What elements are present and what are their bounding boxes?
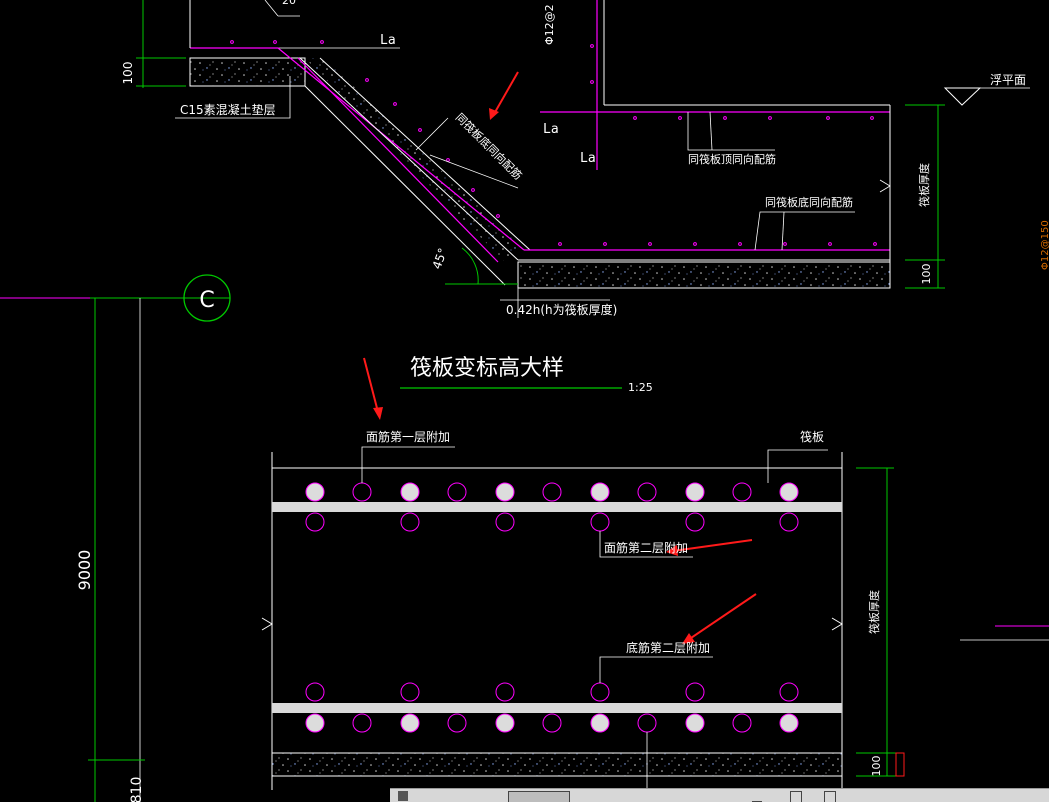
axis-bubble-label: C <box>199 288 214 313</box>
rebar-code-top: Φ12@2 <box>543 4 556 45</box>
top-first-layer-label: 面筋第一层附加 <box>366 429 450 444</box>
la-top-label: La <box>380 33 396 48</box>
raft-thickness-label-upper: 筏板厚度 <box>917 163 931 207</box>
la-mid-label: La <box>543 122 559 137</box>
bottom-same-label: 同筏板底同向配筋 <box>765 195 853 209</box>
raft-label: 筏板 <box>800 430 824 444</box>
top-rebar-row <box>305 482 799 502</box>
rebar-code-right: Φ12@150 <box>1040 220 1049 270</box>
top-cut-number: 20 <box>282 0 296 7</box>
upper-raft-elevation-detail: 100 C15素混凝土垫层 <box>121 0 1049 318</box>
window-icon[interactable] <box>508 791 570 802</box>
raft-thickness-label-section: 筏板厚度 <box>867 590 881 634</box>
detail-title: 筏板变标高大样 1:25 <box>400 356 653 394</box>
annotation-arrows <box>363 71 757 644</box>
dim-100-right: 100 <box>920 264 933 285</box>
dim-100-section: 100 <box>870 756 883 777</box>
top-same-label: 同筏板顶同向配筋 <box>688 152 776 166</box>
grid-axis: C 9000 810 <box>0 274 231 802</box>
title-scale: 1:25 <box>628 381 653 394</box>
cushion-label: C15素混凝土垫层 <box>180 102 276 117</box>
top-second-layer-additional <box>305 512 799 532</box>
offset-label: 0.42h(h为筏板厚度) <box>506 302 617 317</box>
bottom-second-layer-additional <box>305 682 799 702</box>
la-mid2-label: La <box>580 151 596 166</box>
minimize-icon[interactable] <box>752 791 762 802</box>
dim-9000: 9000 <box>75 550 94 591</box>
water-level-label: 浮平面 <box>990 73 1026 87</box>
angle-label: 45° <box>430 246 450 271</box>
dim-810: 810 <box>129 777 145 802</box>
raft-section-detail: 面筋第一层附加 筏板 面筋第二层附加 底筋第二层附加 筏板厚度 100 <box>261 429 1049 802</box>
dim-100-left: 100 <box>121 62 135 85</box>
bottom-second-layer-label: 底筋第二层附加 <box>626 640 710 655</box>
slope-label: 同筏板底同向配筋 <box>453 110 525 182</box>
top-second-layer-label: 面筋第二层附加 <box>604 540 688 555</box>
close-icon[interactable] <box>824 791 836 802</box>
restore-icon[interactable] <box>790 791 802 802</box>
app-icon[interactable] <box>398 791 408 801</box>
window-taskbar <box>390 788 1049 802</box>
bottom-rebar-row <box>305 713 799 733</box>
title-main: 筏板变标高大样 <box>410 356 564 381</box>
